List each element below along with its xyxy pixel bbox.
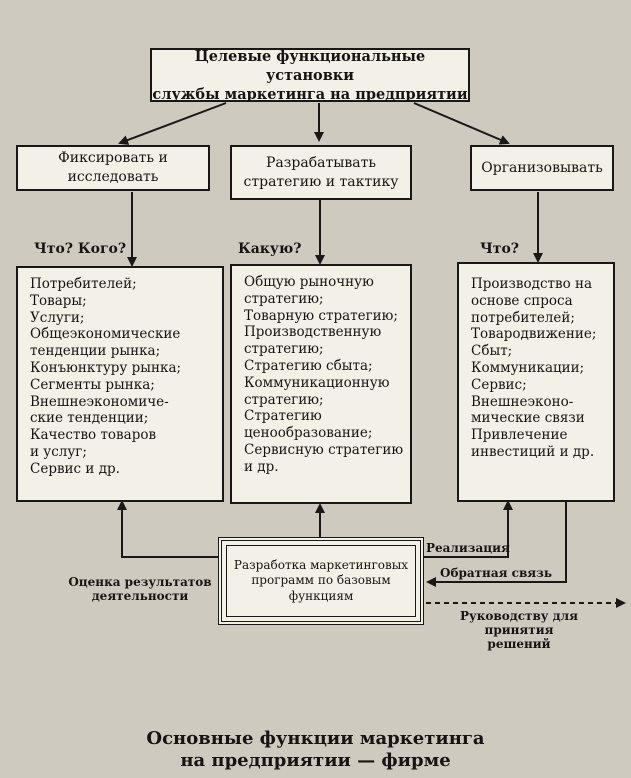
list-item: потребителей; (471, 309, 575, 326)
list-item: Потребителей; (30, 276, 137, 292)
list-item: Общеэкономические (30, 326, 181, 343)
label-evaluation-line2: деятельности (91, 589, 189, 603)
figure-caption-line2: на предприятии — фирме (180, 750, 451, 771)
arrow-feedback-to-center (426, 502, 567, 587)
list-item: стратегию; (244, 341, 324, 358)
list-item: Товародвижение; (471, 326, 597, 343)
list-item: Стратегию сбыта; (244, 357, 373, 374)
label-evaluation: Оценка результатов деятельности (62, 575, 218, 603)
target-functions-box: Целевые функциональные установки службы … (150, 47, 470, 103)
list-item: Производство на (471, 276, 593, 292)
header-develop-strategy-line2: стратегию и тактику (243, 173, 399, 190)
list-item: Коммуникационную (244, 374, 390, 391)
header-organize-line1: Организовывать (481, 159, 603, 176)
list-item: мические связи (471, 410, 585, 427)
list-item: Товары; (30, 292, 87, 309)
arrow-top-to-left (118, 102, 227, 145)
list-item: основе спроса (471, 292, 573, 309)
list-item: Услуги; (30, 309, 85, 326)
list-item: Сервисную стратегию (244, 441, 404, 458)
marketing-programs-line3: функциям (288, 588, 354, 603)
figure-caption: Основные функции маркетинга на предприят… (0, 728, 631, 772)
target-functions-line2: службы маркетинга на предприятии (152, 85, 468, 103)
list-item: и услуг; (30, 443, 87, 460)
list-item: ские тенденции; (30, 410, 149, 427)
list-item: инвестиций и др. (471, 443, 595, 460)
list-item: Производственную (244, 324, 382, 341)
header-fix-research-line2: исследовать (67, 169, 159, 185)
list-item: стратегию; (244, 290, 324, 307)
label-evaluation-line1: Оценка результатов (68, 575, 212, 589)
list-item: тенденции рынка; (30, 343, 161, 360)
figure-caption-line1: Основные функции маркетинга (146, 728, 485, 749)
marketing-programs-line1: Разработка маркетинговых (233, 557, 409, 572)
arrow-top-to-right (413, 102, 510, 145)
list-item: Сегменты рынка; (30, 376, 155, 393)
list-item: Качество товаров (30, 427, 157, 444)
list-strategies: Общую рыночную стратегию; Товарную страт… (230, 264, 412, 504)
list-item: Коммуникации; (471, 359, 585, 376)
list-item: Внешнеэконо- (471, 393, 574, 410)
list-research-objects: Потребителей; Товары; Услуги; Общеэконом… (16, 266, 224, 502)
list-organization: Производство на основе спроса потребител… (457, 262, 615, 502)
question-what: Что? (480, 241, 519, 257)
label-feedback: Обратная связь (440, 566, 552, 580)
list-item: Товарную стратегию; (244, 307, 398, 324)
list-item: ценообразование; (244, 425, 373, 442)
list-item: Сервис; (471, 376, 527, 393)
list-item: Общую рыночную (244, 274, 374, 290)
list-item: Конъюнктуру рынка; (30, 359, 182, 376)
list-item: Внешнеэкономиче- (30, 393, 169, 410)
header-fix-research-line1: Фиксировать и (58, 150, 168, 166)
marketing-programs-line2: программ по базовым (251, 573, 391, 588)
question-what-whom: Что? Кого? (34, 241, 127, 257)
question-which: Какую? (238, 241, 302, 257)
header-develop-strategy-line1: Разрабатывать (266, 154, 376, 171)
list-item: Стратегию (244, 408, 322, 425)
header-organize: Организовывать (470, 145, 614, 191)
label-management-line2: решений (487, 637, 551, 651)
header-fix-research: Фиксировать и исследовать (16, 145, 210, 191)
arrow-realization-to-right-list (424, 500, 513, 558)
label-management-line1: Руководству для принятия (460, 609, 578, 637)
list-item: Сбыт; (471, 343, 513, 360)
list-item: Привлечение (471, 427, 568, 444)
header-develop-strategy: Разрабатывать стратегию и тактику (230, 145, 412, 200)
arrow-evaluation-to-left-list (117, 500, 218, 558)
label-realization: Реализация (426, 541, 510, 555)
label-management: Руководству для принятия решений (424, 609, 614, 651)
list-item: стратегию; (244, 391, 324, 408)
list-item: и др. (244, 458, 279, 475)
marketing-programs-box: Разработка маркетинговых программ по баз… (218, 537, 424, 625)
target-functions-line1: Целевые функциональные установки (194, 47, 426, 84)
list-item: Сервис и др. (30, 460, 120, 477)
